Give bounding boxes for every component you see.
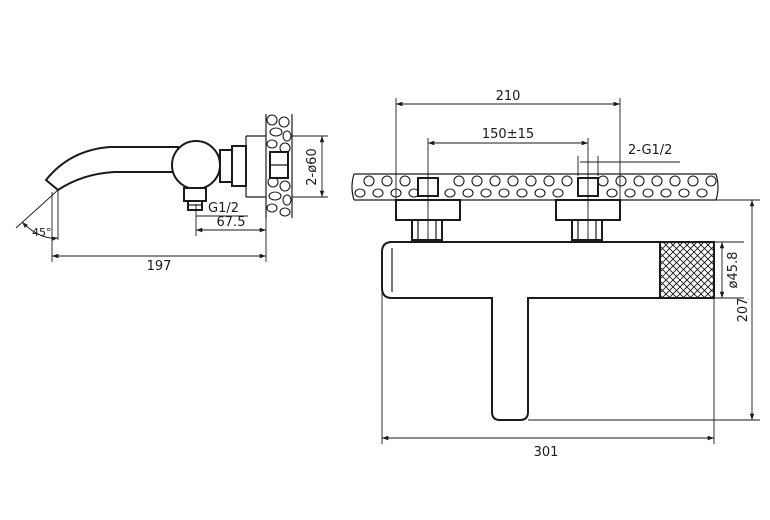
dim-thread-label-front: 2-G1/2	[628, 143, 672, 158]
spout	[44, 146, 179, 192]
front-view: 210 150±15 2-G1/2 ø45.8 207 301	[351, 89, 760, 460]
side-wall	[265, 114, 293, 218]
dim-angle-label: 45°	[32, 226, 52, 239]
dim-handle-diameter-label: ø45.8	[726, 252, 741, 289]
inlet-nut	[183, 187, 207, 202]
mixer-body	[381, 241, 661, 421]
dim-thread-label: G1/2	[208, 201, 239, 216]
dim-centers-label: 150±15	[482, 127, 534, 142]
front-wall	[351, 173, 719, 201]
dim-projection-label: 67.5	[217, 215, 246, 230]
dim-height-label: 207	[736, 298, 751, 323]
dim-diameter-label: 2-ø60	[305, 148, 320, 185]
wall-connector	[219, 149, 233, 183]
side-view: 2-ø60 G1/2 67.5 197 45°	[15, 114, 328, 274]
dim-total-width-label: 301	[534, 445, 559, 460]
body-circle	[171, 140, 221, 190]
dim-total-length-label: 197	[147, 259, 172, 274]
dim-outer-width-label: 210	[496, 89, 521, 104]
